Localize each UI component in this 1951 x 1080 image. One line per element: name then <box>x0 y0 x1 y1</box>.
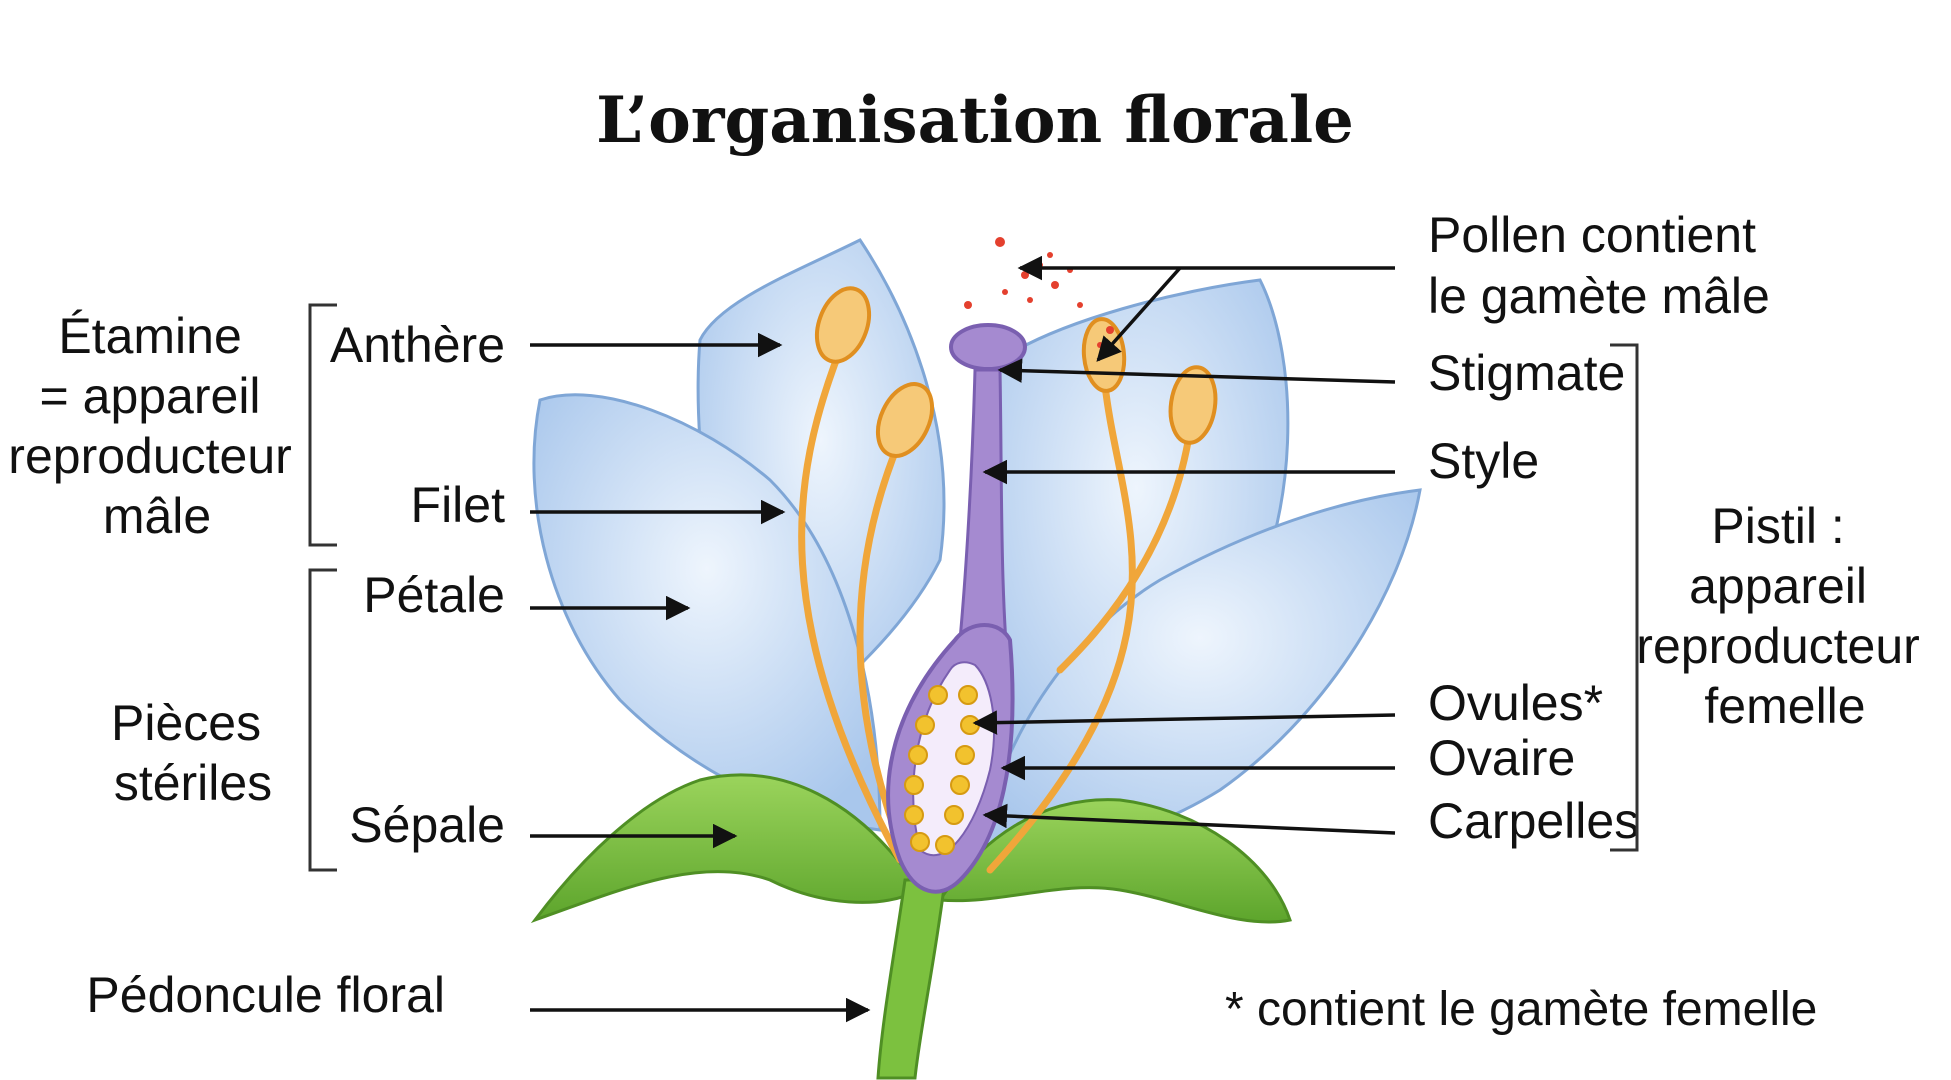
bracket-pieces-steriles <box>308 568 337 872</box>
pollen-grain <box>1106 326 1114 334</box>
pollen-grain <box>995 237 1005 247</box>
group-etamine-line-1: Étamine <box>58 308 241 364</box>
label-ovaire: Ovaire <box>1428 730 1575 786</box>
pollen-grain <box>1051 281 1059 289</box>
footnote: * contient le gamète femelle <box>1225 983 1817 1036</box>
arrow-ovules <box>972 710 1396 735</box>
pollen-grain <box>1002 289 1008 295</box>
filament-1 <box>798 346 904 864</box>
bracket-pistil <box>1610 343 1639 852</box>
ovule <box>944 805 964 825</box>
group-pistil-line-4: femelle <box>1704 678 1865 734</box>
group-etamine-line-3: reproducteur <box>8 428 292 484</box>
ovule <box>904 805 924 825</box>
stamens <box>798 346 1194 874</box>
label-filet: Filet <box>411 477 506 533</box>
ovule <box>908 745 928 765</box>
ovule <box>935 835 955 855</box>
ovules <box>904 685 980 855</box>
group-pieces-steriles: Pièces stériles <box>111 695 275 811</box>
anther-2 <box>875 382 935 458</box>
label-ovules: Ovules* <box>1428 675 1603 731</box>
label-pollen: Pollen contient le gamète mâle <box>1428 207 1770 324</box>
label-pollen-line-2: le gamète mâle <box>1428 268 1770 324</box>
group-etamine-line-4: mâle <box>103 488 211 544</box>
label-carpelles: Carpelles <box>1428 793 1639 849</box>
label-anthere: Anthère <box>330 317 505 373</box>
label-style: Style <box>1428 433 1539 489</box>
arrow-stigmate <box>997 358 1396 384</box>
pollen-grain <box>1027 297 1033 303</box>
ovule <box>910 832 930 852</box>
label-petale: Pétale <box>363 567 505 623</box>
pollen-grain <box>1021 271 1029 279</box>
label-stigmate: Stigmate <box>1428 345 1625 401</box>
diagram-title: L’organisation florale <box>596 83 1354 158</box>
bracket-etamine <box>308 303 337 547</box>
ovule <box>950 775 970 795</box>
pollen-grain <box>964 301 972 309</box>
filament-3 <box>986 381 1136 874</box>
group-pistil-line-3: reproducteur <box>1636 618 1920 674</box>
pollen-grain <box>1077 302 1083 308</box>
group-etamine-line-2: = appareil <box>40 368 261 424</box>
ovule <box>958 685 978 705</box>
anther-1 <box>814 286 872 364</box>
ovule <box>915 715 935 735</box>
label-sepale: Sépale <box>349 797 505 853</box>
pollen-grain <box>1047 252 1053 258</box>
arrow-pollen-anther <box>1096 266 1182 362</box>
group-pistil-line-1: Pistil : <box>1711 498 1844 554</box>
ovule <box>960 715 980 735</box>
arrow-carpelles <box>982 803 1396 835</box>
label-pollen-line-1: Pollen contient <box>1428 207 1756 263</box>
group-pieces-line-2: stériles <box>114 755 272 811</box>
group-pieces-line-1: Pièces <box>111 695 261 751</box>
ovule <box>955 745 975 765</box>
anther-4 <box>1168 365 1218 445</box>
ovule <box>904 775 924 795</box>
group-pistil: Pistil : appareil reproducteur femelle <box>1636 498 1933 734</box>
label-pedoncule: Pédoncule floral <box>86 967 445 1023</box>
filament-4 <box>1056 426 1194 674</box>
pollen-grain <box>1097 342 1103 348</box>
peduncle <box>876 878 947 1080</box>
stigma <box>949 323 1027 371</box>
group-etamine: Étamine = appareil reproducteur mâle <box>8 308 305 544</box>
ovule <box>928 685 948 705</box>
group-pistil-line-2: appareil <box>1689 558 1867 614</box>
flower-illustration <box>530 237 1422 1080</box>
filament-2 <box>856 436 914 874</box>
